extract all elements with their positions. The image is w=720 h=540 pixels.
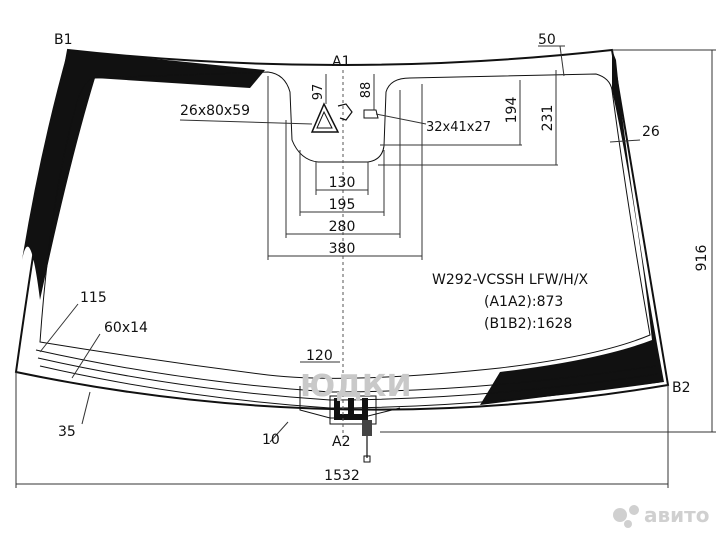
- leader-32x41x27: [375, 113, 427, 125]
- dim-35: 35: [58, 424, 76, 440]
- sensor-triangle: [310, 102, 340, 133]
- dim-115: 115: [80, 290, 107, 306]
- dim-195: 195: [329, 197, 356, 213]
- avito-logo: авито: [613, 503, 710, 528]
- dim-50-line: [559, 45, 565, 77]
- vision-area: [39, 71, 651, 379]
- avito-wordmark: авито: [644, 503, 710, 527]
- dim-916: 916: [694, 245, 710, 272]
- leader-26x80x59: [179, 119, 313, 125]
- sensor-triangle-inner: [316, 110, 333, 129]
- sensor-hook: [337, 103, 353, 121]
- leader-10: [269, 421, 289, 443]
- dim-130: 130: [329, 175, 356, 191]
- point-b2: B2: [672, 380, 691, 396]
- dim-380: 380: [329, 241, 356, 257]
- frit-right: [480, 50, 664, 405]
- faded-watermark: ЮДКИ: [300, 369, 412, 404]
- terminal-plug: [362, 420, 372, 436]
- heater-line-1: [35, 349, 657, 393]
- rain-sensor-pad: [363, 109, 379, 119]
- spec-a1a2: (A1A2):873: [484, 294, 563, 310]
- terminal-end: [363, 455, 371, 463]
- dim-231: 231: [540, 105, 556, 132]
- dim-1532: 1532: [324, 468, 360, 484]
- windshield-outline: [14, 48, 670, 411]
- frit-top-left: [22, 50, 265, 300]
- model-code: W292-VCSSH LFW/H/X: [432, 272, 589, 288]
- dim-10: 10: [262, 432, 280, 448]
- leader-35: [81, 391, 91, 425]
- dim-50: 50: [538, 32, 556, 48]
- dim-60x14: 60x14: [104, 320, 148, 336]
- point-a2: A2: [332, 434, 350, 450]
- terminal-block: [329, 395, 377, 425]
- dim-26x80x59: 26x80x59: [180, 103, 250, 119]
- dim-194: 194: [504, 97, 520, 124]
- leader-60x14: [71, 333, 101, 379]
- leader-115: [39, 303, 79, 353]
- dim-32x41x27: 32x41x27: [426, 120, 491, 135]
- point-b1: B1: [54, 32, 73, 48]
- dim-26-leader: [609, 139, 641, 143]
- dim-280: 280: [329, 219, 356, 235]
- dim-88: 88: [359, 82, 374, 99]
- point-a1: A1: [332, 54, 350, 70]
- dim-26: 26: [642, 124, 660, 140]
- spec-b1b2: (B1B2):1628: [484, 316, 572, 332]
- dim-97: 97: [311, 84, 326, 101]
- dim-120: 120: [306, 348, 333, 364]
